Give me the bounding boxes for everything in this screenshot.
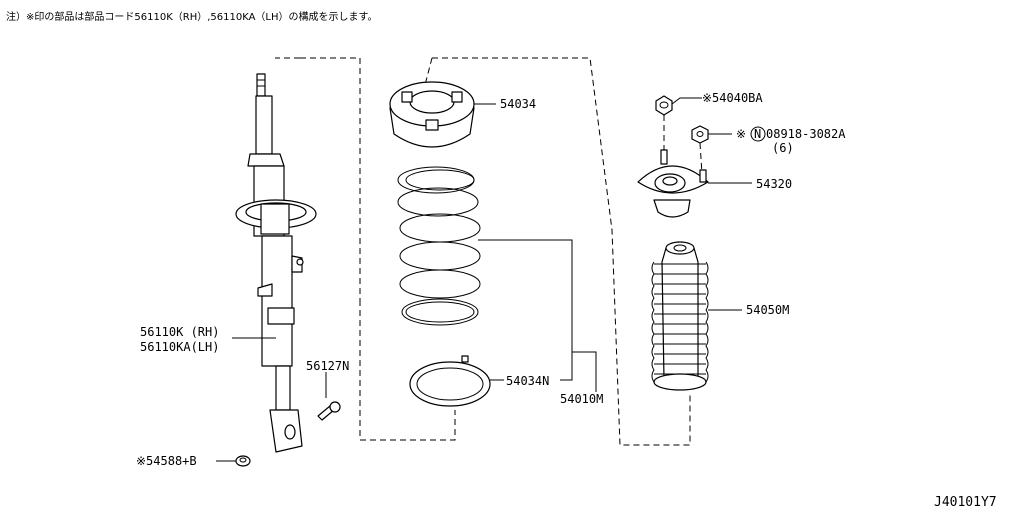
nut-mount-circle-letter: N (754, 127, 761, 141)
nut-mount-qty: (6) (772, 141, 794, 155)
nut-mount-prefix: ※ (736, 127, 746, 141)
spring-group-outline (359, 300, 456, 441)
nut-top-label: ※54040BA (702, 91, 763, 105)
nut-top-icon[interactable] (655, 95, 673, 116)
bumper-label: 54050M (746, 303, 789, 317)
strut-lh-label: 56110KA(LH) (140, 340, 219, 354)
nut-icon[interactable] (235, 455, 251, 467)
bolt-label: 56127N (306, 359, 349, 373)
spring-seat-icon[interactable] (409, 355, 491, 407)
diagram-code: J40101Y7 (934, 495, 997, 510)
strut-rh-label: 56110K (RH) (140, 325, 219, 339)
spring-seat-label: 54034N (506, 374, 549, 388)
nut-mount-icon[interactable] (691, 125, 709, 144)
mount-insulator-icon[interactable] (389, 81, 475, 148)
insulator-connector (424, 57, 433, 86)
nut-top-leader (671, 97, 702, 105)
spring-label: 54010M (560, 392, 603, 406)
header-note: 注）※印の部品は部品コード56110K（RH）,56110KA（LH）の構成を示… (6, 10, 378, 23)
strut-assembly[interactable] (235, 73, 317, 453)
insulator-label: 54034 (500, 97, 536, 111)
nut-lower-label: ※54588+B (136, 454, 197, 468)
spring-leader (478, 239, 597, 392)
bracket-label: 54320 (756, 177, 792, 191)
coil-spring-icon[interactable] (397, 166, 481, 326)
spring-seat-group-leader (560, 352, 573, 381)
nut-mount-axis (699, 142, 703, 175)
mount-bracket-icon[interactable] (637, 149, 709, 218)
bound-bumper-icon[interactable] (651, 241, 709, 391)
strut-group-outline (275, 57, 361, 300)
bolt-icon[interactable] (317, 401, 341, 421)
nut-mount-label: 08918-3082A (766, 127, 846, 141)
mount-group-outline (432, 57, 691, 446)
